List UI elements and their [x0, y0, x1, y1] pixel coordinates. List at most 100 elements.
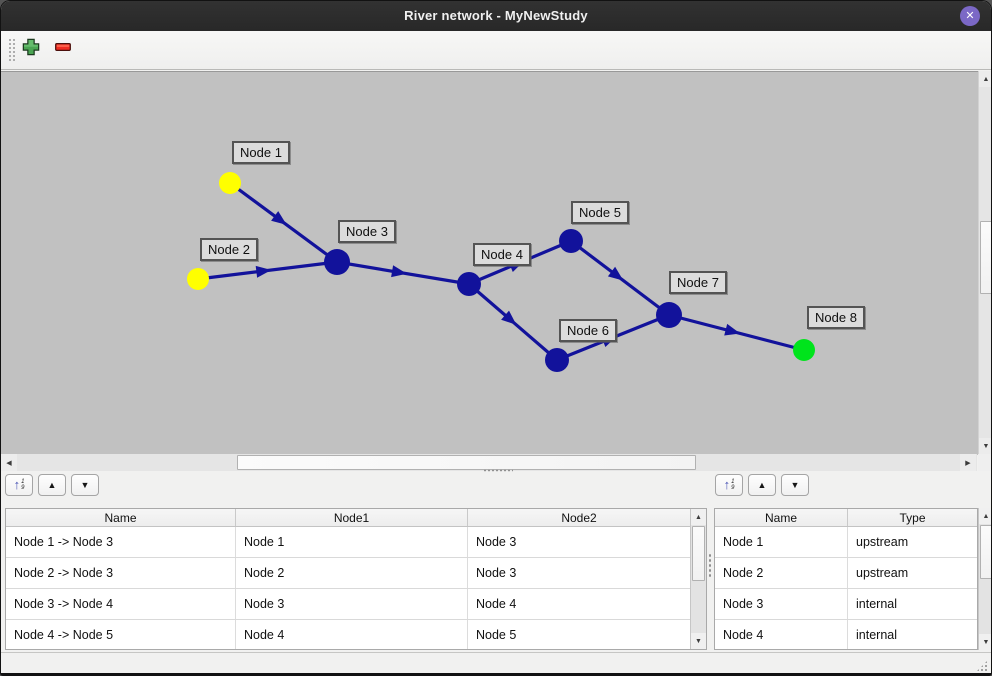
resize-grip[interactable] [976, 660, 988, 672]
left-arrow-icon: ◀ [6, 459, 12, 467]
up-arrow-icon: ▲ [47, 480, 57, 490]
canvas-horizontal-scrollbar[interactable]: ◀ ▶ [1, 454, 977, 471]
right-arrow-icon: ▶ [965, 459, 971, 467]
remove-node-button[interactable] [50, 36, 76, 62]
node-label[interactable]: Node 2 [200, 238, 258, 261]
sort-icon: ↑ [723, 477, 731, 492]
scroll-down-button[interactable]: ▼ [979, 634, 991, 650]
node-circle[interactable] [187, 268, 209, 290]
node-label[interactable]: Node 3 [338, 220, 396, 243]
node-circle[interactable] [457, 272, 481, 296]
table-row[interactable]: Node 2 upstream [715, 558, 977, 589]
table-cell: Node 2 [715, 558, 848, 588]
node-circle[interactable] [559, 229, 583, 253]
node-circle[interactable] [219, 172, 241, 194]
scroll-down-button[interactable]: ▼ [979, 438, 991, 454]
down-arrow-icon: ▼ [695, 637, 702, 645]
down-arrow-icon: ▼ [982, 638, 990, 646]
column-header[interactable]: Name [715, 509, 848, 526]
network-canvas[interactable]: Node 1 Node 2 Node 3 Node 4 Node 5 Node 6 Node… [1, 71, 978, 455]
add-node-button[interactable] [18, 36, 44, 62]
nodes-table-header: Name Type [715, 509, 977, 527]
down-arrow-icon: ▼ [80, 480, 90, 490]
scroll-down-button[interactable]: ▼ [691, 633, 706, 649]
status-bar [1, 652, 991, 673]
minus-icon [54, 38, 72, 61]
scroll-left-button[interactable]: ◀ [1, 454, 17, 471]
column-header[interactable]: Name [6, 509, 236, 526]
table-cell: internal [856, 628, 897, 642]
node-label[interactable]: Node 4 [473, 243, 531, 266]
nodes-move-down-button[interactable]: ▼ [781, 474, 809, 496]
column-header[interactable]: Node1 [236, 509, 468, 526]
node-label[interactable]: Node 1 [232, 141, 290, 164]
table-cell: Node 3 [715, 589, 848, 619]
node-label[interactable]: Node 8 [807, 306, 865, 329]
node-circle[interactable] [656, 302, 682, 328]
table-cell: Node 4 [236, 620, 468, 649]
table-cell: Node 3 -> Node 4 [6, 589, 236, 619]
canvas-vertical-scrollbar[interactable]: ▲ ▼ [978, 71, 991, 454]
nodes-table-scrollbar[interactable]: ▲ ▼ [978, 508, 991, 650]
horizontal-scroll-thumb[interactable] [237, 455, 696, 470]
up-arrow-icon: ▲ [982, 75, 990, 83]
toolbar-drag-handle[interactable] [8, 38, 16, 63]
up-arrow-icon: ▲ [757, 480, 767, 490]
scroll-up-button[interactable]: ▲ [979, 508, 991, 524]
table-row[interactable]: Node 4 internal [715, 620, 977, 649]
table-cell: Node 4 [715, 620, 848, 649]
scroll-thumb[interactable] [692, 526, 705, 581]
title-bar[interactable]: River network - MyNewStudy ✕ [1, 1, 991, 31]
scroll-thumb[interactable] [980, 525, 991, 579]
main-toolbar [1, 31, 991, 70]
table-cell: Node 1 [715, 527, 848, 557]
node-circle[interactable] [324, 249, 350, 275]
edge-arrow-icon [271, 211, 287, 225]
node-circle[interactable] [545, 348, 569, 372]
table-cell: Node 1 -> Node 3 [6, 527, 236, 557]
column-header[interactable]: Type [899, 510, 926, 525]
node-label[interactable]: Node 5 [571, 201, 629, 224]
vertical-splitter-handle[interactable] [708, 553, 712, 579]
table-cell: Node 3 [476, 566, 517, 580]
links-move-up-button[interactable]: ▲ [38, 474, 66, 496]
table-cell: upstream [856, 566, 909, 580]
node-label[interactable]: Node 6 [559, 319, 617, 342]
links-table-scrollbar[interactable]: ▲ ▼ [690, 509, 706, 649]
down-arrow-icon: ▼ [982, 442, 990, 450]
table-cell: Node 4 -> Node 5 [6, 620, 236, 649]
nodes-move-up-button[interactable]: ▲ [748, 474, 776, 496]
table-cell: Node 3 [236, 589, 468, 619]
vertical-scroll-thumb[interactable] [980, 221, 991, 294]
close-button[interactable]: ✕ [960, 6, 980, 26]
node-circle[interactable] [793, 339, 815, 361]
links-move-down-button[interactable]: ▼ [71, 474, 99, 496]
scroll-right-button[interactable]: ▶ [960, 454, 976, 471]
close-icon: ✕ [965, 10, 975, 22]
edge-arrow-icon [724, 323, 741, 336]
scroll-up-button[interactable]: ▲ [979, 71, 991, 87]
sort-icon: ↑ [13, 477, 21, 492]
scroll-up-button[interactable]: ▲ [691, 509, 706, 525]
edge-arrow-icon [607, 266, 624, 281]
node-label[interactable]: Node 7 [669, 271, 727, 294]
edge-arrow-icon [391, 265, 407, 278]
column-header[interactable]: Node2 [561, 510, 597, 525]
table-cell: Node 2 [236, 558, 468, 588]
horizontal-splitter-handle[interactable] [483, 469, 513, 472]
